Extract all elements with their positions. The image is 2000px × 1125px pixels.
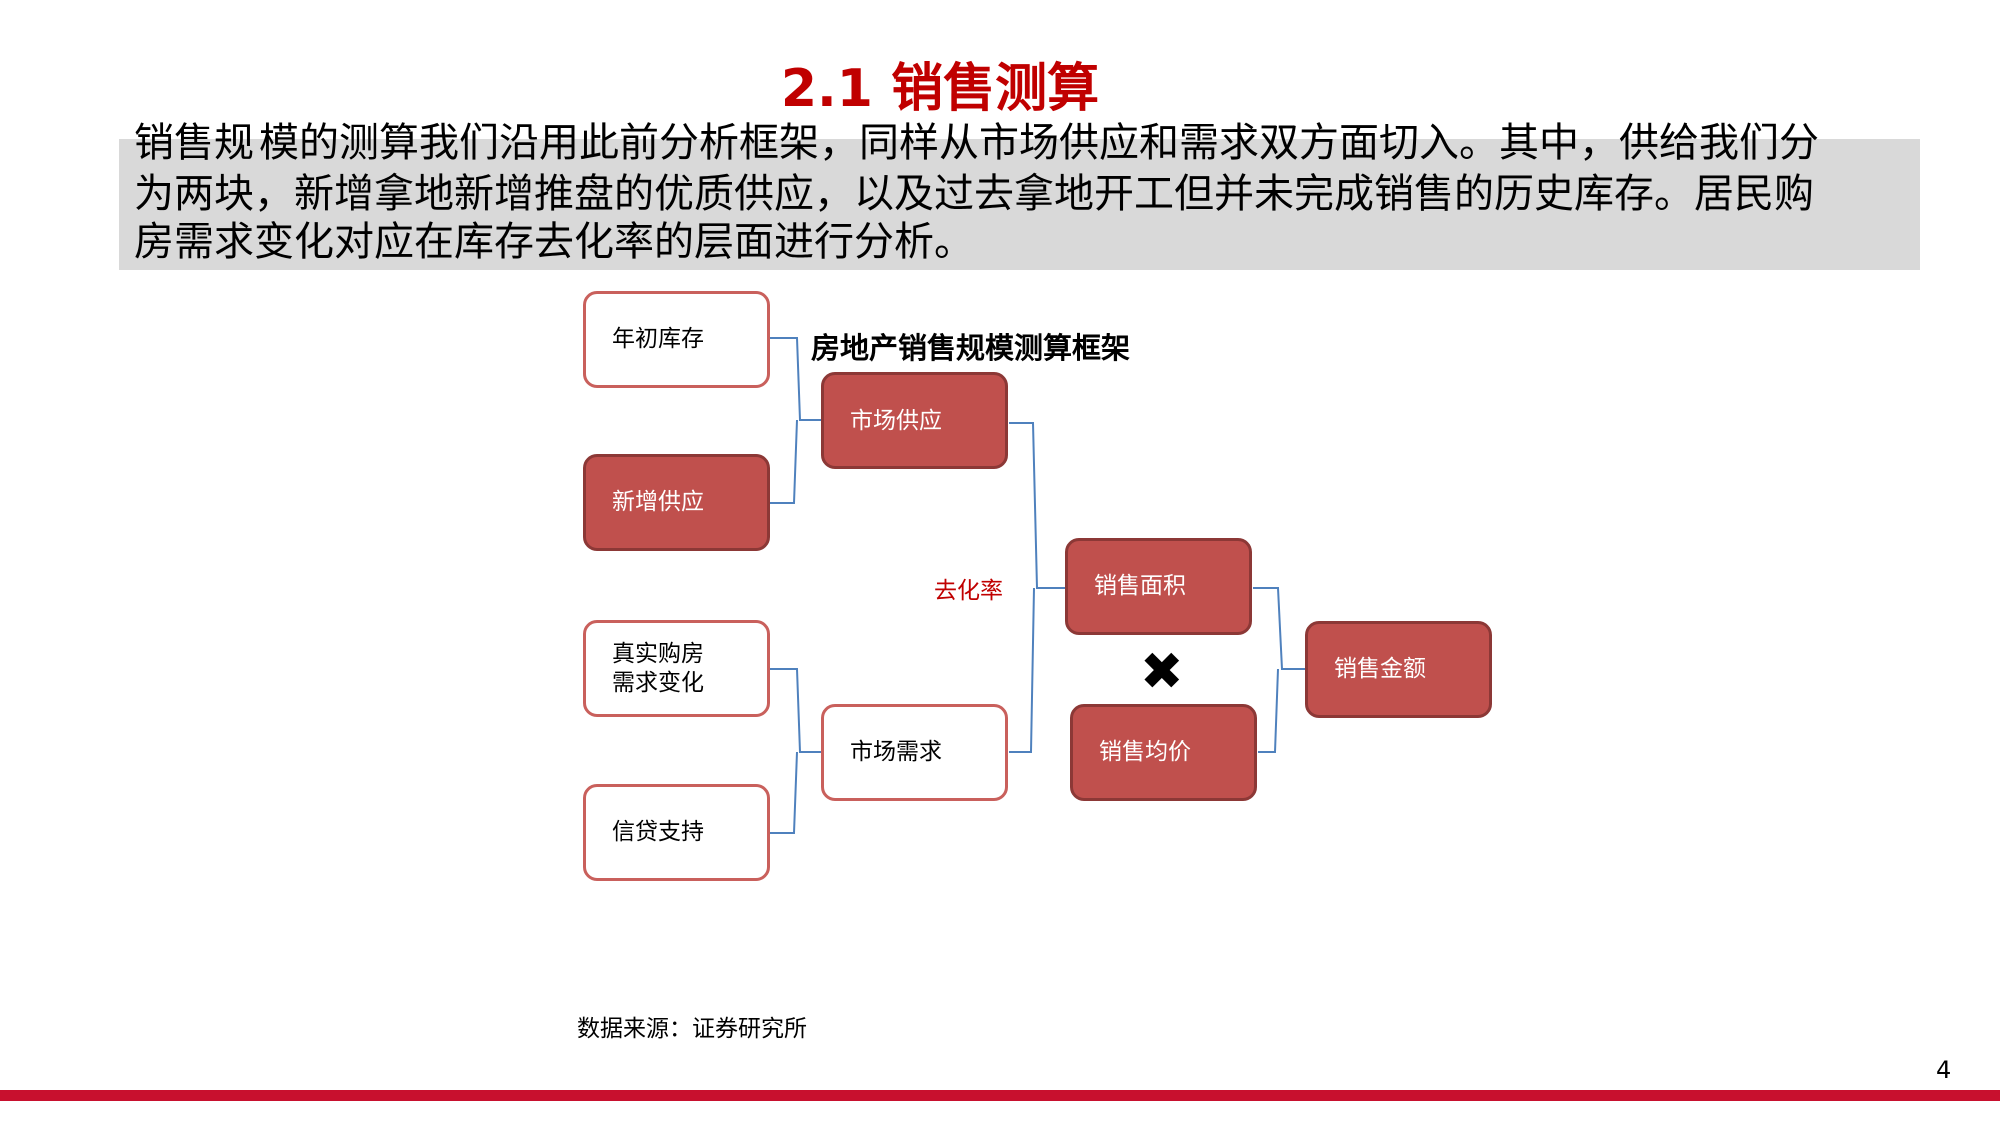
paragraph-overlap-text: 销售规 [134,120,254,166]
connector-newsupply-supply [770,419,798,504]
box-label: 年初库存 [612,326,704,352]
box-label: 信贷支持 [612,819,704,845]
paragraph-line-3: 房需求变化对应在库存去化率的层面进行分析。 [134,219,974,265]
box-market-demand: 市场需求 [821,704,1008,801]
connector-inventory-supply [770,337,821,421]
multiply-icon: ✖ [1140,642,1184,702]
box-label: 市场供应 [850,408,942,434]
connector-demand-area [1009,587,1035,753]
box-label: 销售均价 [1099,739,1191,765]
box-label: 新增供应 [612,489,704,515]
page-title: 2.1 销售测算 [780,59,1100,119]
box-sales-amount: 销售金额 [1305,621,1492,718]
paragraph-line-2: 为两块，新增拿地新增推盘的优质供应，以及过去拿地开工但并未完成销售的历史库存。居… [134,171,1814,217]
box-new-supply: 新增供应 [583,454,770,551]
box-label: 销售金额 [1334,656,1426,682]
summary-background [119,139,1920,270]
box-label: 销售面积 [1094,573,1186,599]
box-credit-support: 信贷支持 [583,784,770,881]
paragraph-line-1: 模的测算我们沿用此前分析框架，同样从市场供应和需求双方面切入。其中，供给我们分 [259,120,1819,166]
absorption-rate-label: 去化率 [934,578,1003,604]
connector-supply-area [1009,422,1065,589]
footer-bar [0,1090,2000,1101]
page-number: 4 [1936,1056,1952,1084]
diagram-title: 房地产销售规模测算框架 [811,331,1131,365]
box-real-demand: 真实购房需求变化 [583,620,770,717]
box-label-line: 需求变化 [612,669,704,696]
box-sales-area: 销售面积 [1065,538,1252,635]
data-source: 数据来源：证券研究所 [577,1016,807,1042]
connector-price-amount [1258,668,1279,753]
connector-area-amount [1253,587,1305,670]
box-avg-price: 销售均价 [1070,704,1257,801]
box-initial-inventory: 年初库存 [583,291,770,388]
box-label: 真实购房需求变化 [612,640,704,698]
box-label: 市场需求 [850,739,942,765]
connector-realdemand-demand [770,668,821,753]
connector-credit-demand [770,751,798,834]
box-market-supply: 市场供应 [821,372,1008,469]
box-label-line: 真实购房 [612,640,704,667]
